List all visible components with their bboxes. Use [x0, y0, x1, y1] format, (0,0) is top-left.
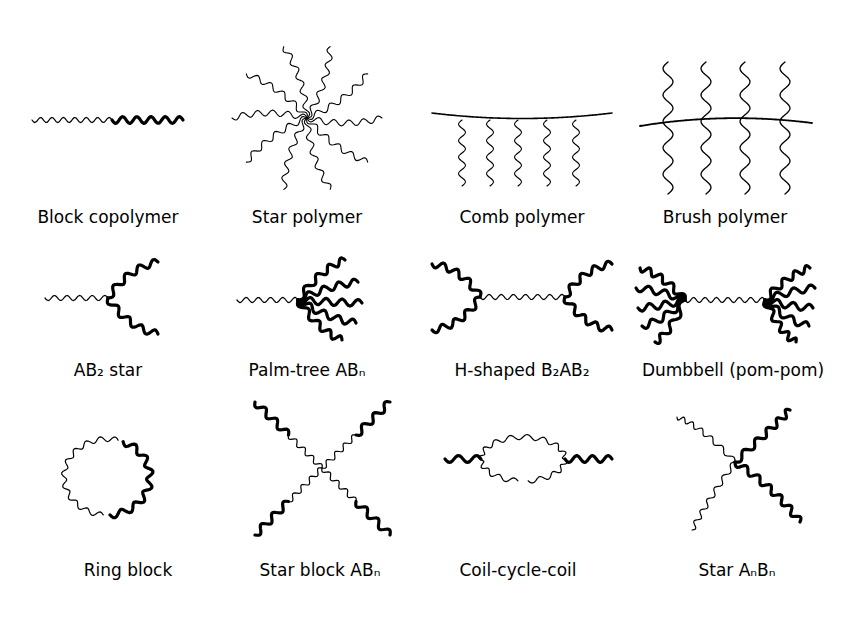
polymer-chain	[45, 295, 108, 300]
polymer-chain	[780, 62, 790, 194]
polymer-chain	[322, 435, 356, 469]
polymer-chain	[255, 402, 289, 435]
polymer-chain	[110, 442, 153, 518]
polymer-chain	[677, 417, 735, 462]
polymer-chain	[237, 297, 298, 302]
caption-label: Star AₙBₙ	[698, 559, 775, 581]
polymer-chain	[764, 300, 797, 342]
caption-label: AB₂ star	[74, 359, 142, 381]
polymer-chain	[32, 117, 112, 122]
caption-label: Coil-cycle-coil	[459, 559, 576, 581]
polymer-chain	[255, 501, 289, 535]
polymer-chain	[246, 74, 307, 118]
polymer-chain	[740, 62, 750, 194]
polymer-chain	[487, 120, 494, 186]
polymer-chain	[62, 437, 118, 516]
caption-label: Star block ABₙ	[260, 559, 381, 581]
caption-label: Dumbbell (pom-pom)	[642, 359, 824, 381]
polymer-chain	[735, 462, 801, 522]
polymer-chain	[515, 120, 522, 186]
polymer-chain	[432, 297, 480, 333]
polymer-chain	[655, 300, 685, 343]
polymer-chain	[573, 120, 580, 186]
polymer-chain	[297, 300, 342, 340]
polymer-chain	[307, 116, 382, 126]
polymer-chain	[735, 409, 790, 462]
polymer-chain	[765, 285, 815, 302]
polymer-chain	[685, 297, 765, 302]
polymer-chain	[307, 74, 368, 120]
polymer-chain	[283, 47, 310, 118]
caption-label: Comb polymer	[459, 206, 584, 228]
polymer-chain	[304, 118, 331, 189]
polymer-chain	[701, 62, 711, 194]
polymer-chain	[288, 435, 322, 468]
polymer-chain	[112, 117, 183, 124]
polymer-chain	[322, 468, 356, 502]
polymer-chain	[356, 402, 390, 436]
polymer-chain	[640, 118, 812, 126]
polymer-chain	[307, 118, 368, 162]
polymer-chain	[565, 261, 612, 297]
polymer-chain	[232, 110, 307, 120]
caption-label: Ring block	[84, 559, 173, 581]
polymer-chain	[459, 120, 466, 186]
polymer-chain	[544, 120, 551, 186]
caption-label: Brush polymer	[663, 206, 787, 228]
polymer-chain	[356, 502, 390, 536]
polymer-chain	[663, 62, 673, 194]
polymer-chain	[565, 456, 612, 463]
caption-label: Star polymer	[252, 206, 362, 228]
polymer-chain	[289, 468, 323, 502]
polymer-chain	[107, 298, 158, 334]
polymer-chain	[480, 294, 565, 299]
polymer-chain	[445, 456, 481, 463]
polymer-chain	[692, 462, 735, 530]
polymer-chain	[432, 263, 481, 297]
polymer-chain	[432, 113, 612, 119]
polymer-chain	[298, 300, 356, 324]
caption-label: Block copolymer	[37, 206, 178, 228]
polymer-chain	[479, 435, 567, 484]
polymer-chain	[108, 260, 158, 298]
caption-label: H-shaped B₂AB₂	[455, 359, 590, 381]
polymer-chain	[246, 117, 307, 163]
polymer-chain	[564, 297, 612, 331]
caption-label: Palm-tree ABₙ	[249, 359, 366, 381]
